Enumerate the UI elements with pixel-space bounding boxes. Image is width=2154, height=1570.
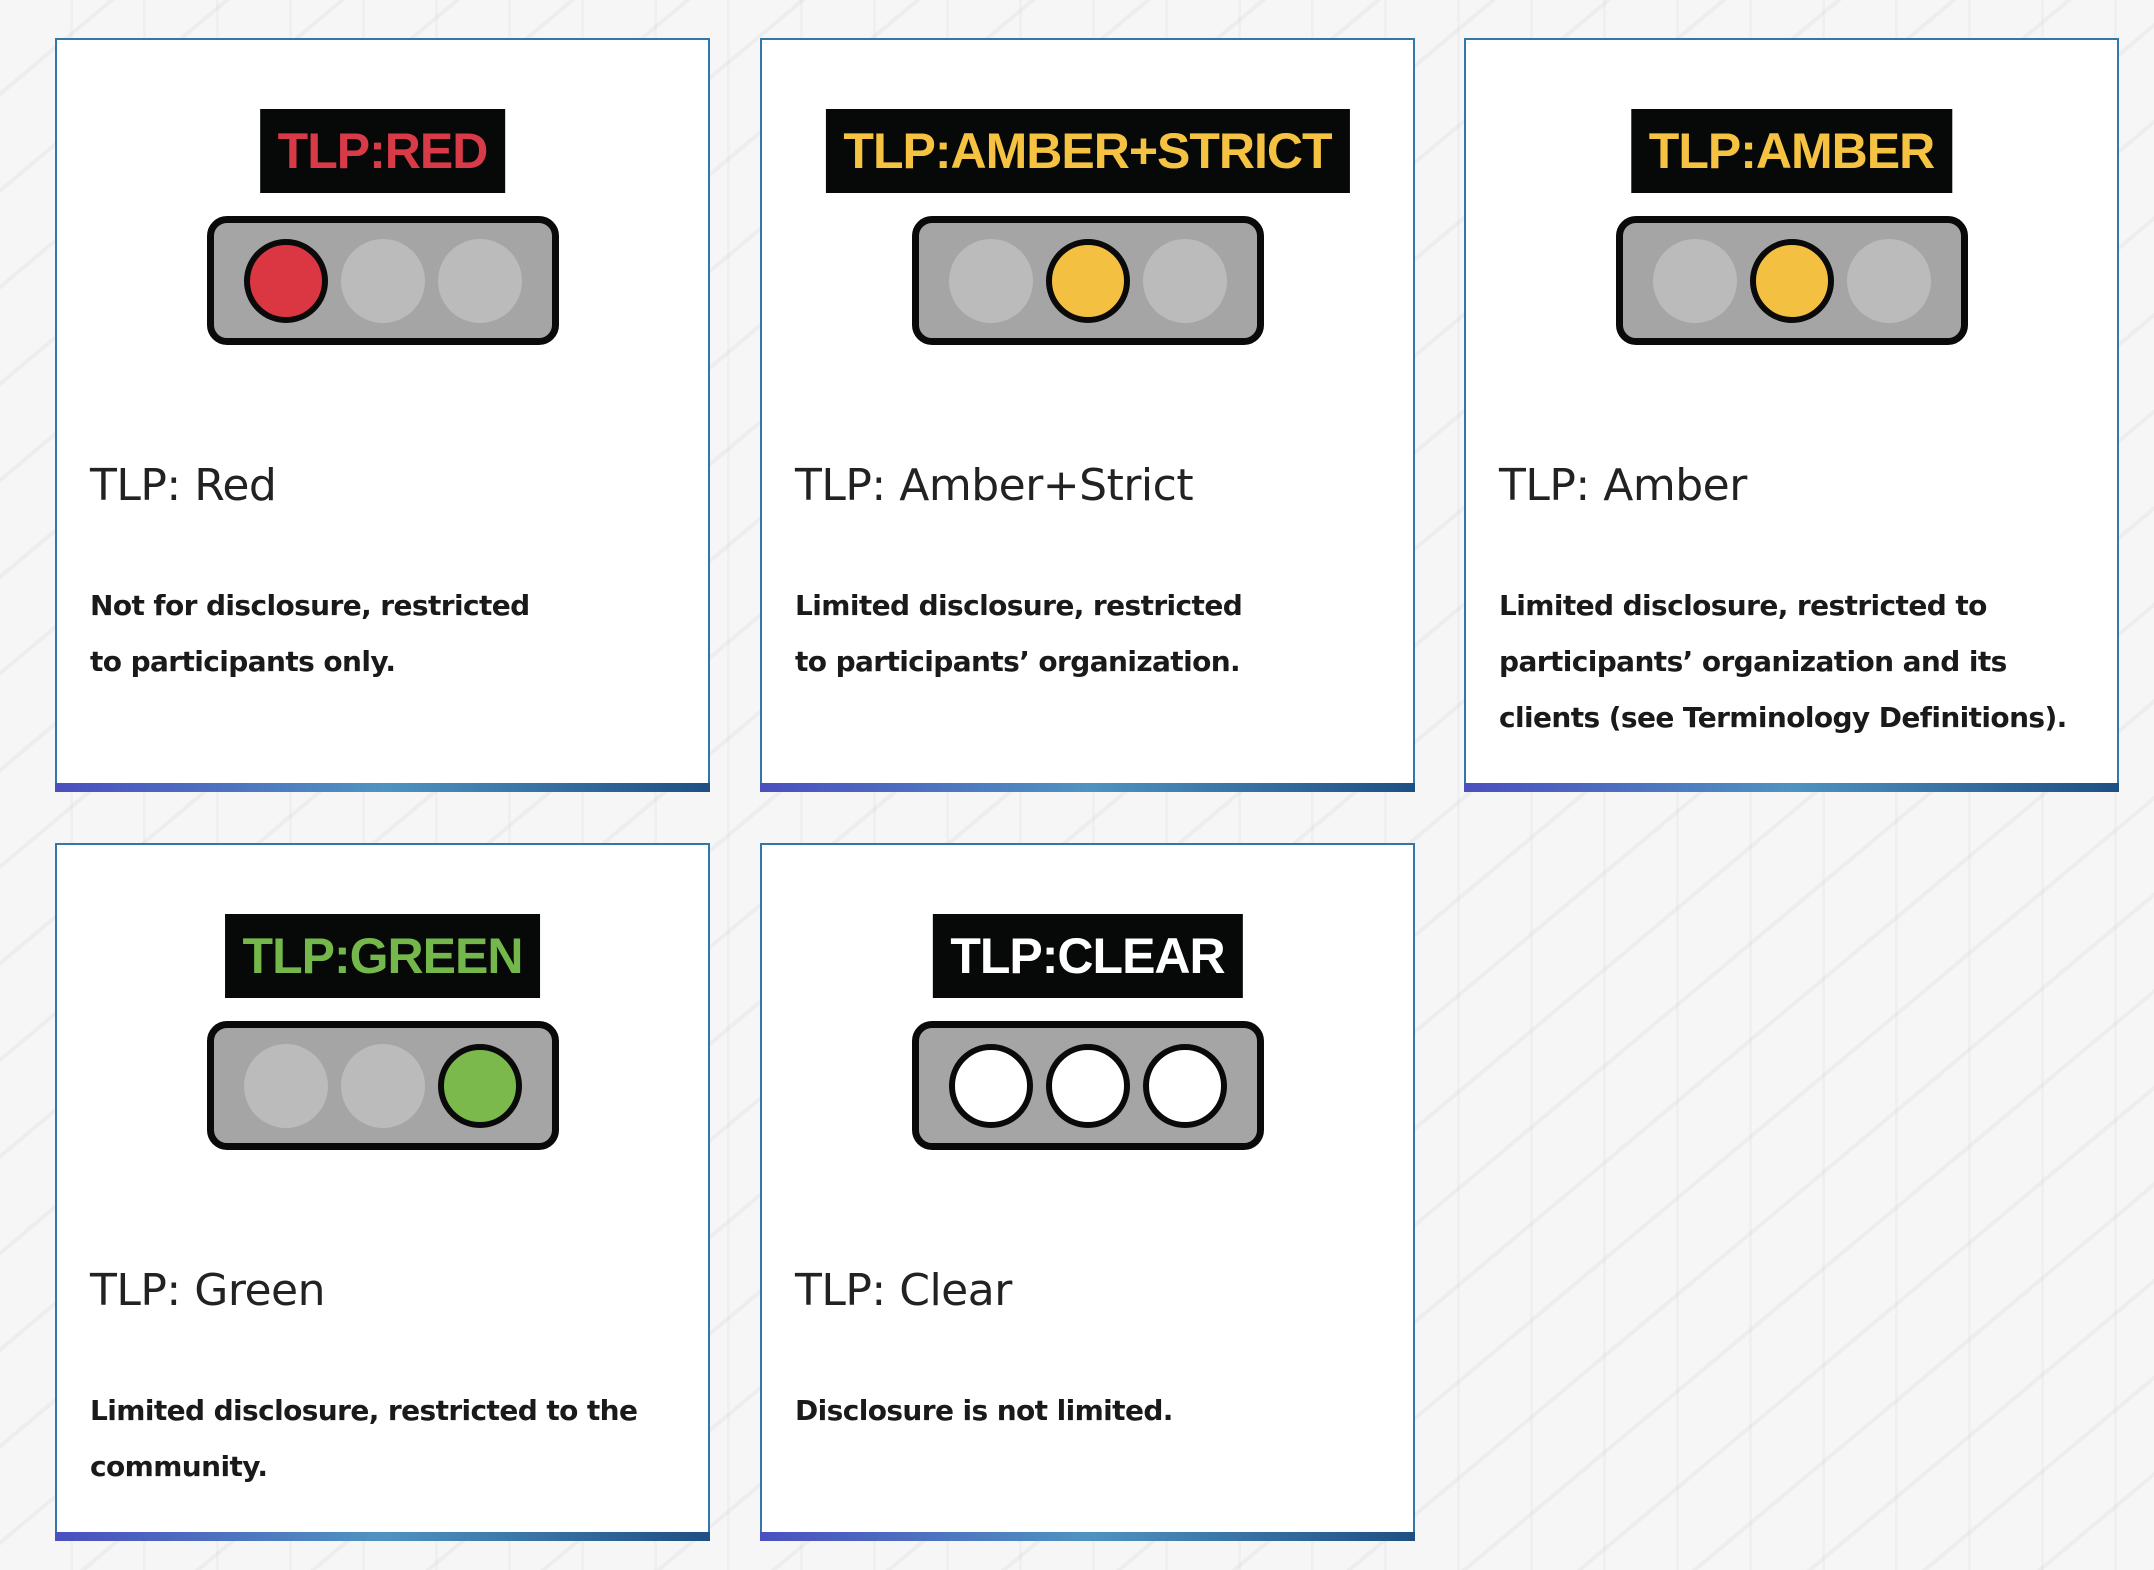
card-title: TLP: Red xyxy=(90,460,277,511)
traffic-light-icon xyxy=(206,1021,559,1150)
card-description: Not for disclosure, restricted to partic… xyxy=(90,589,530,678)
lamp-lit xyxy=(1045,1043,1130,1128)
tlp-card-amber-strict: TLP:AMBER+STRICT TLP: Amber+Strict Limit… xyxy=(760,38,1415,792)
lamp-off xyxy=(340,1043,425,1128)
card-description: Limited disclosure, restricted to the co… xyxy=(90,1394,638,1483)
card-accent-bar xyxy=(1464,783,2119,792)
lamp-lit xyxy=(1045,238,1130,323)
tlp-badge: TLP:AMBER+STRICT xyxy=(825,109,1350,193)
card-title: TLP: Clear xyxy=(795,1265,1012,1316)
lamp-off xyxy=(340,238,425,323)
lamp-lit xyxy=(1142,1043,1227,1128)
lamp-lit xyxy=(437,1043,522,1128)
traffic-light-icon xyxy=(911,1021,1264,1150)
tlp-card-clear: TLP:CLEAR TLP: Clear Disclosure is not l… xyxy=(760,843,1415,1541)
tlp-badge: TLP:AMBER xyxy=(1630,109,1953,193)
lamp-lit xyxy=(948,1043,1033,1128)
lamp-lit xyxy=(243,238,328,323)
tlp-card-green: TLP:GREEN TLP: Green Limited disclosure,… xyxy=(55,843,710,1541)
card-title: TLP: Amber xyxy=(1499,460,1747,511)
tlp-badge: TLP:GREEN xyxy=(224,914,541,998)
traffic-light-icon xyxy=(206,216,559,345)
lamp-off xyxy=(437,238,522,323)
tlp-badge: TLP:RED xyxy=(259,109,506,193)
lamp-off xyxy=(1652,238,1737,323)
card-accent-bar xyxy=(760,1532,1415,1541)
tlp-card-red: TLP:RED TLP: Red Not for disclosure, res… xyxy=(55,38,710,792)
card-title: TLP: Green xyxy=(90,1265,325,1316)
card-accent-bar xyxy=(55,783,710,792)
card-description: Disclosure is not limited. xyxy=(795,1394,1173,1427)
tlp-card-amber: TLP:AMBER TLP: Amber Limited disclosure,… xyxy=(1464,38,2119,792)
card-description: Limited disclosure, restricted to partic… xyxy=(795,589,1243,678)
card-accent-bar xyxy=(55,1532,710,1541)
card-accent-bar xyxy=(760,783,1415,792)
lamp-off xyxy=(1142,238,1227,323)
card-title: TLP: Amber+Strict xyxy=(795,460,1194,511)
lamp-lit xyxy=(1749,238,1834,323)
traffic-light-icon xyxy=(1615,216,1968,345)
lamp-off xyxy=(1846,238,1931,323)
lamp-off xyxy=(243,1043,328,1128)
card-description: Limited disclosure, restricted to partic… xyxy=(1499,589,2067,734)
lamp-off xyxy=(948,238,1033,323)
tlp-badge: TLP:CLEAR xyxy=(932,914,1243,998)
traffic-light-icon xyxy=(911,216,1264,345)
